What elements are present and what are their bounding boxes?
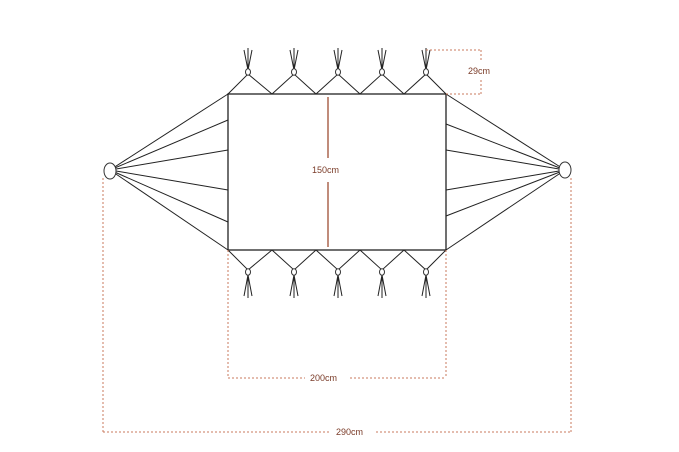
total-length-label: 290cm — [336, 427, 363, 437]
tassel-strand — [337, 49, 343, 71]
bottom-loop — [227, 249, 273, 271]
width-label: 150cm — [312, 165, 339, 175]
top-loop — [271, 73, 317, 95]
tassel-strand — [293, 274, 299, 297]
bottom-loop — [271, 249, 317, 271]
top-tassels — [243, 48, 431, 71]
tassel-strand — [377, 49, 383, 71]
width-dimension: 150cm — [312, 97, 339, 247]
top-knot — [245, 68, 251, 76]
bottom-loop — [359, 249, 405, 271]
top-knot — [291, 68, 297, 76]
bottom-edge-loops — [227, 249, 447, 276]
tassel-strand — [247, 274, 253, 297]
loop-height-label: 29cm — [468, 66, 490, 76]
top-knot — [335, 68, 341, 76]
top-loop — [359, 73, 405, 95]
left-end-ring — [103, 162, 117, 180]
bottom-knot — [423, 268, 429, 276]
bottom-loop — [315, 249, 361, 271]
top-knot — [379, 68, 385, 76]
tassel-strand — [421, 274, 427, 297]
tassel-strand — [289, 274, 295, 297]
tassel-strand — [337, 274, 343, 297]
tassel-strand — [377, 274, 383, 297]
tassel-strand — [425, 274, 431, 297]
top-edge-loops — [227, 68, 447, 95]
length-label: 200cm — [310, 373, 337, 383]
left-end-cords — [109, 93, 229, 251]
tassel-strand — [381, 274, 387, 297]
bottom-knot — [245, 268, 251, 276]
tassel-strand — [333, 49, 339, 71]
loop-height-dimension: 29cm — [426, 49, 490, 95]
tassel-strand — [243, 274, 249, 297]
tassel-strand — [289, 49, 295, 71]
right-end-cords — [445, 93, 566, 251]
top-loop — [227, 73, 273, 95]
top-knot — [423, 68, 429, 76]
tassel-strand — [247, 49, 253, 71]
bottom-loop — [403, 249, 447, 271]
bottom-knot — [335, 268, 341, 276]
tassel-strand — [293, 49, 299, 71]
tassel-strand — [243, 49, 249, 71]
length-dimension: 200cm — [227, 250, 447, 383]
tassel-strand — [425, 49, 431, 71]
top-loop — [315, 73, 361, 95]
bottom-tassels — [243, 274, 431, 298]
top-loop — [403, 73, 447, 95]
tassel-strand — [421, 49, 427, 71]
total-length-dimension: 290cm — [102, 178, 572, 437]
hammock-bed — [227, 93, 447, 251]
right-end-ring — [558, 161, 572, 179]
tassel-strand — [333, 274, 339, 297]
tassel-strand — [381, 49, 387, 71]
bottom-knot — [291, 268, 297, 276]
bottom-knot — [379, 268, 385, 276]
